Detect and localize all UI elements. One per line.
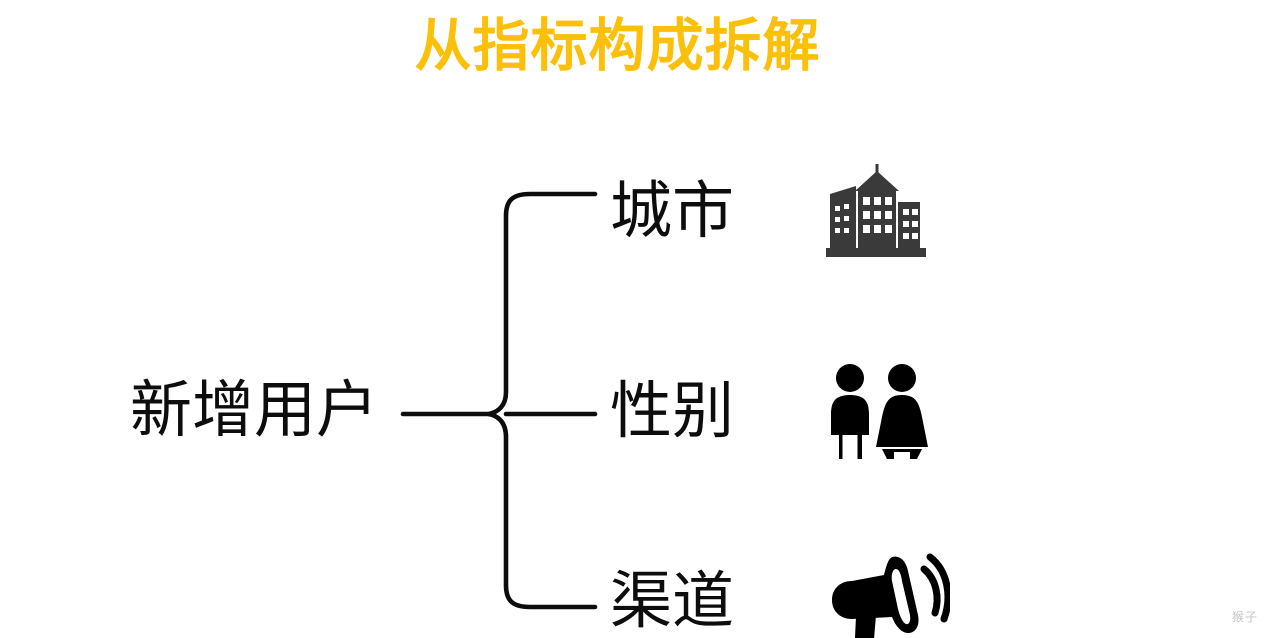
page-title: 从指标构成拆解	[414, 14, 821, 78]
brace-lower-path	[486, 411, 598, 610]
branch-label-city: 城市	[610, 177, 735, 246]
city-buildings-icon	[822, 162, 952, 262]
branch-label-gender: 性别	[610, 377, 735, 446]
male-female-people-icon	[822, 362, 952, 462]
branch-item-gender: 性别	[610, 362, 990, 462]
branch-label-channel: 渠道	[610, 567, 735, 636]
branch-item-channel: 渠道	[610, 552, 990, 638]
root-node: 新增用户	[130, 372, 392, 450]
root-node-label: 新增用户	[130, 376, 379, 445]
watermark: 猴子	[1231, 610, 1258, 624]
branch-item-city: 城市	[610, 162, 990, 262]
brace-upper-path	[486, 191, 598, 417]
megaphone-icon	[822, 552, 952, 638]
